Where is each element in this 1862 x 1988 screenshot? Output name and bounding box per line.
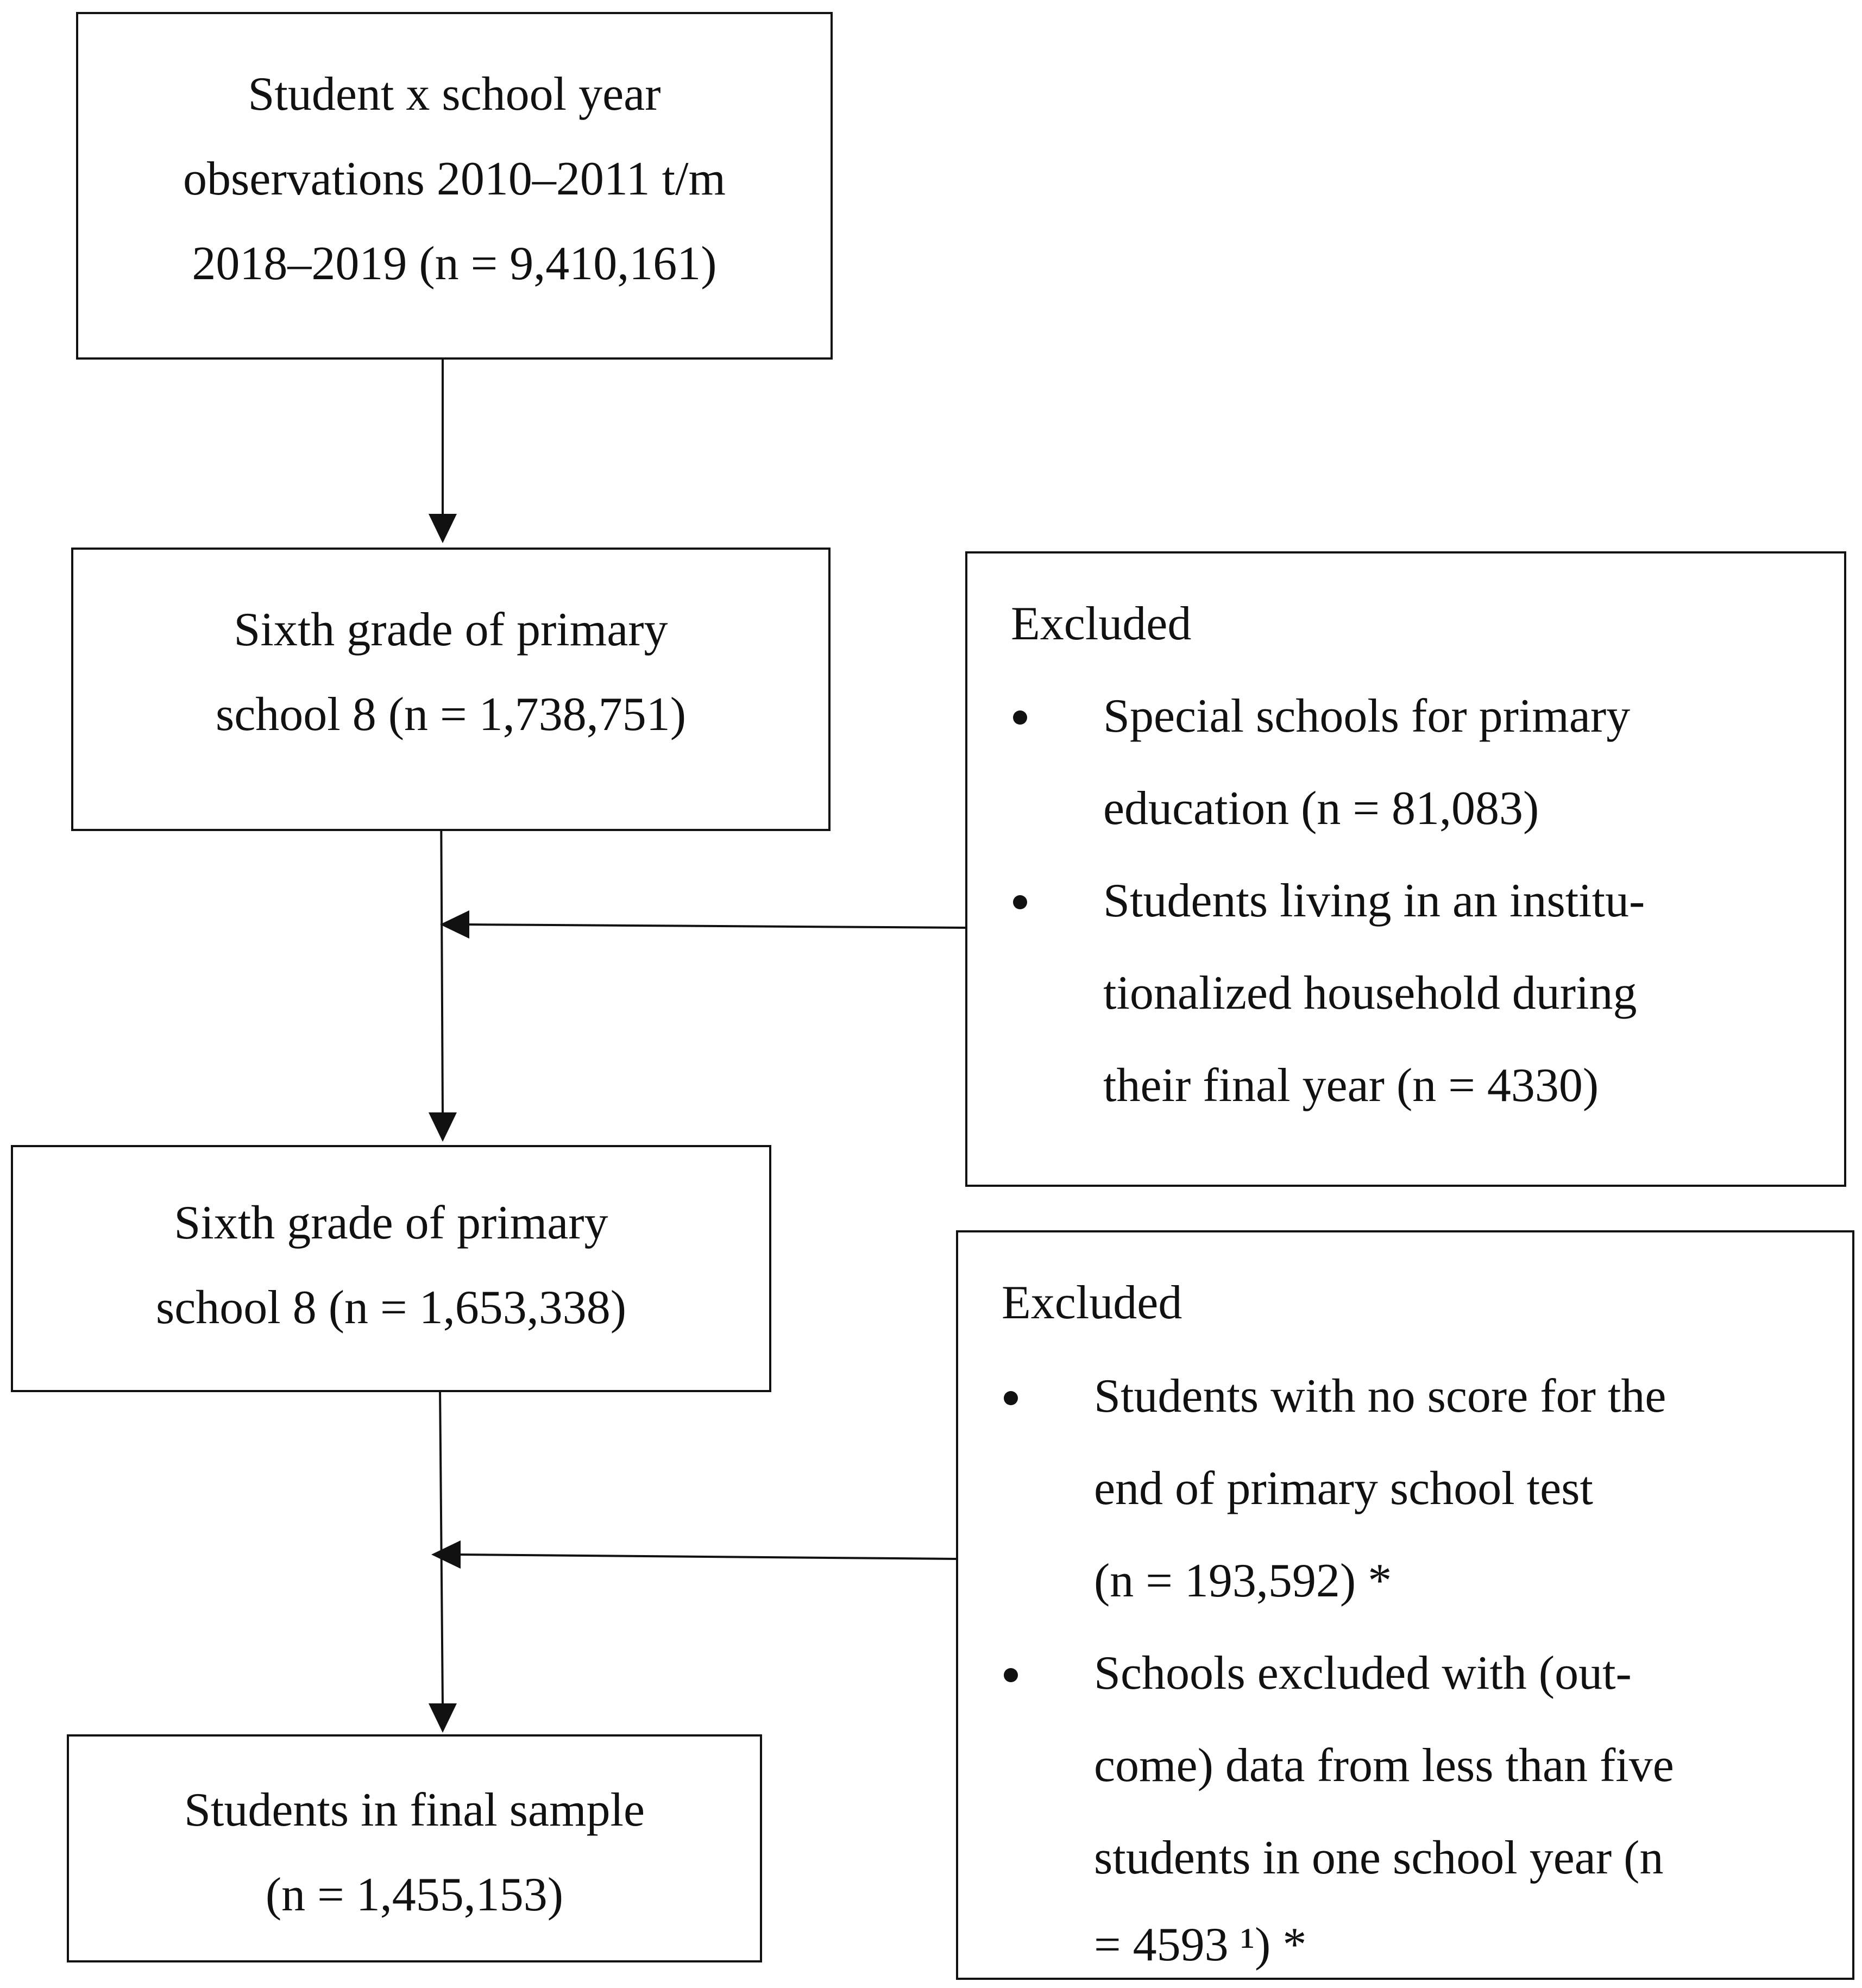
arrow-grade1-to-grade2-head [429, 1112, 457, 1142]
final-sample-box-line: (n = 1,455,153) [265, 1869, 564, 1921]
arrow-exclusion2-head [431, 1540, 461, 1569]
arrow-grade2-to-final-shaft [439, 1386, 444, 1706]
exclusion-1-bullet-2-line: their final year (n = 4330) [1103, 1059, 1599, 1112]
sixth-grade-box-1: Sixth grade of primary school 8 (n = 1,7… [71, 548, 831, 831]
exclusion-2-bullet-1-line: (n = 193,592) * [1094, 1555, 1392, 1607]
exclusion-1-bullet-2-line: Students living in an institu- [1103, 875, 1645, 927]
start-box-line: 2018–2019 (n = 9,410,161) [192, 237, 717, 290]
arrow-exclusion1-shaft [467, 923, 966, 929]
sixth-grade-box-1-line: school 8 (n = 1,738,751) [216, 688, 686, 741]
bullet-icon [1004, 1391, 1018, 1405]
arrow-grade1-to-grade2-shaft [440, 796, 444, 1115]
arrow-grade2-to-final-head [429, 1703, 457, 1733]
exclusion-box-2: Excluded Students with no score for the … [956, 1230, 1854, 1980]
exclusion-1-heading: Excluded [1011, 597, 1192, 650]
arrow-exclusion2-shaft [458, 1553, 957, 1560]
sixth-grade-box-2-line: Sixth grade of primary [174, 1197, 608, 1249]
arrow-exclusion1-head [440, 910, 469, 939]
exclusion-2-bullet-2-line: students in one school year (n [1094, 1832, 1664, 1884]
exclusion-2-bullet-2-line: come) data from less than five [1094, 1739, 1674, 1792]
sixth-grade-box-2-line: school 8 (n = 1,653,338) [156, 1281, 626, 1334]
start-box-line: Student x school year [248, 68, 661, 121]
exclusion-box-1: Excluded Special schools for primary edu… [965, 551, 1846, 1187]
sixth-grade-box-1-text: Sixth grade of primary school 8 (n = 1,7… [73, 588, 828, 757]
exclusion-2-bullet-2-line: Schools excluded with (out- [1094, 1647, 1632, 1700]
exclusion-1-bullet-1-line: education (n = 81,083) [1103, 782, 1539, 835]
exclusion-2-bullet-1-line: end of primary school test [1094, 1462, 1593, 1515]
final-sample-box: Students in final sample (n = 1,455,153) [67, 1734, 762, 1962]
start-box-text: Student x school year observations 2010–… [78, 52, 831, 306]
arrow-start-to-grade1-head [429, 514, 457, 543]
exclusion-2-bullet-1-line: Students with no score for the [1094, 1370, 1666, 1423]
bullet-icon [1013, 895, 1027, 909]
start-box: Student x school year observations 2010–… [76, 12, 833, 360]
final-sample-box-line: Students in final sample [184, 1784, 645, 1836]
sixth-grade-box-1-line: Sixth grade of primary [234, 603, 668, 656]
sixth-grade-box-2-text: Sixth grade of primary school 8 (n = 1,6… [13, 1181, 769, 1350]
bullet-icon [1004, 1668, 1018, 1682]
final-sample-box-text: Students in final sample (n = 1,455,153) [69, 1768, 760, 1937]
sixth-grade-box-2: Sixth grade of primary school 8 (n = 1,6… [11, 1145, 771, 1392]
start-box-line: observations 2010–2011 t/m [183, 153, 726, 205]
exclusion-2-heading: Excluded [1002, 1276, 1182, 1329]
bullet-icon [1013, 710, 1027, 725]
exclusion-2-bullet-2-line: = 4593 ¹) * [1094, 1918, 1307, 1971]
exclusion-1-bullet-1-line: Special schools for primary [1103, 690, 1631, 743]
exclusion-1-bullet-2-line: tionalized household during [1103, 967, 1637, 1020]
